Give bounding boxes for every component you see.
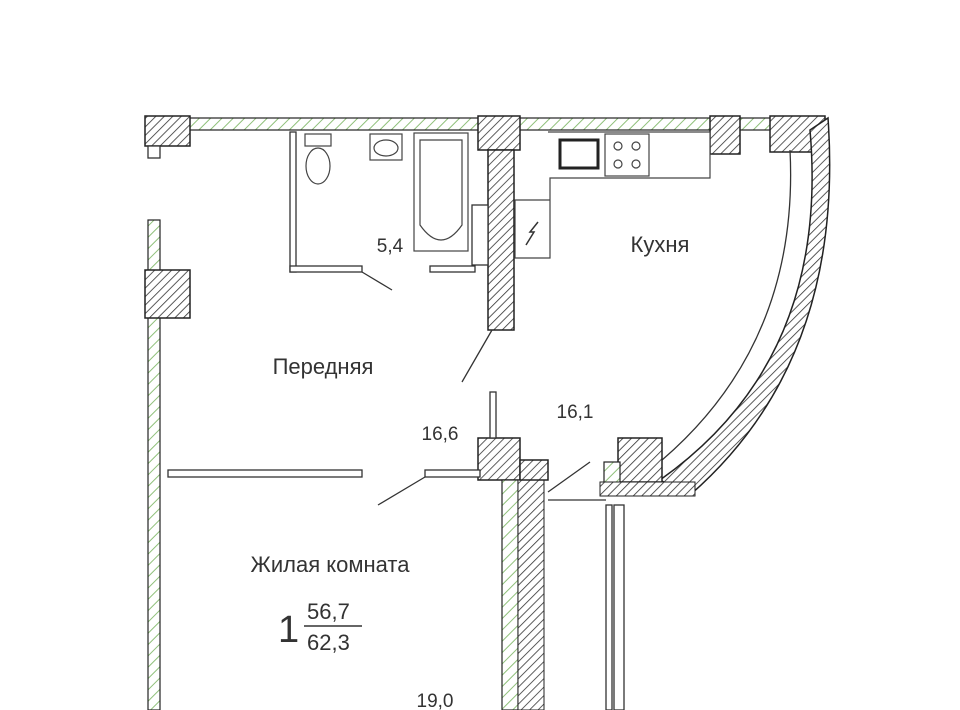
- toilet-icon: [304, 133, 332, 185]
- kitchen-label: Кухня: [631, 232, 690, 257]
- rooms-count: 1: [278, 609, 299, 651]
- loggia: [501, 437, 696, 710]
- sink-icon: [369, 133, 403, 161]
- bathroom-area: 5,4: [377, 236, 404, 257]
- kitchen: Кухня 16,1: [461, 131, 711, 423]
- apartment-summary: 1 56,7 62,3: [278, 599, 362, 655]
- electric-panel-icon: [525, 221, 539, 246]
- living-label: Жилая комната: [251, 552, 411, 577]
- living-area: 19,0: [417, 691, 454, 710]
- bathroom: 5,4: [289, 131, 476, 291]
- hall-label: Передняя: [273, 354, 374, 379]
- exterior-walls: [144, 115, 831, 710]
- living-total-area: 56,7: [307, 599, 350, 624]
- kitchen-area: 16,1: [557, 402, 594, 423]
- shaft: [471, 149, 521, 481]
- total-area: 62,3: [307, 630, 350, 655]
- living-room: Жилая комната 19,0: [251, 552, 454, 710]
- partition: [167, 461, 591, 506]
- bathtub-icon: [413, 132, 469, 252]
- kitchen-sink-icon: [558, 138, 600, 170]
- hall-area: 16,6: [422, 424, 459, 445]
- stove-icon: [604, 133, 650, 177]
- hall: Передняя 16,6: [273, 354, 459, 445]
